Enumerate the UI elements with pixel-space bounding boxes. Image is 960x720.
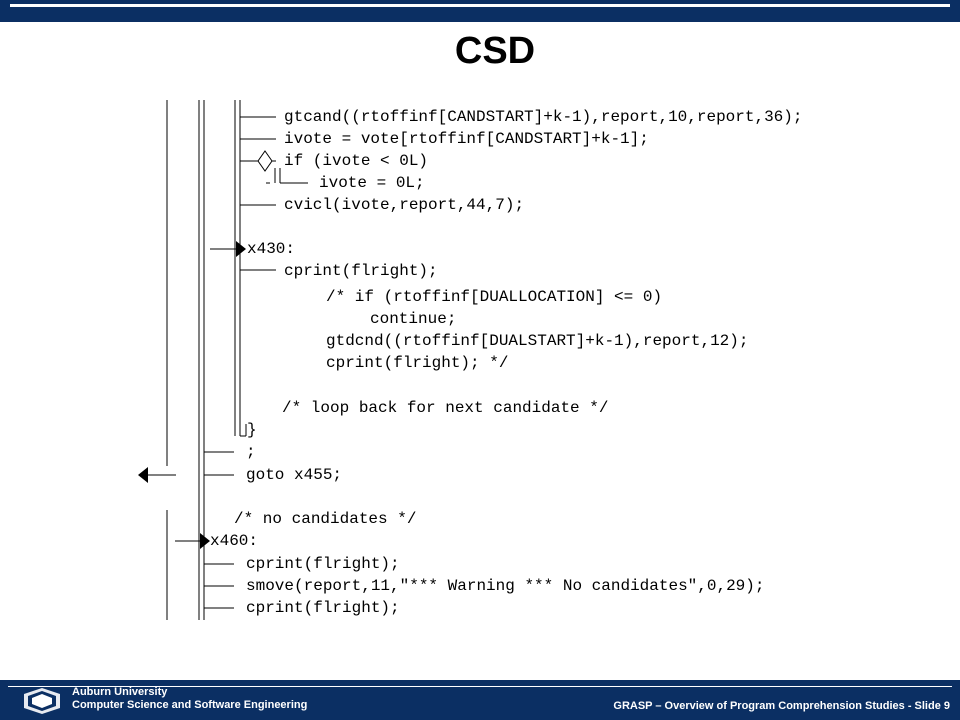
code-line: cprint(flright); — [246, 599, 400, 617]
goto-arrow — [138, 467, 148, 483]
university-name: Auburn University — [72, 686, 168, 698]
csse-logo — [24, 688, 60, 714]
code-comment: continue; — [370, 310, 457, 328]
label-arrow-x430 — [236, 241, 246, 257]
code-label: x430: — [247, 240, 296, 258]
code-line: cprint(flright); — [246, 555, 400, 573]
code-comment: cprint(flright); */ — [326, 354, 509, 372]
top-bar-rule — [10, 4, 950, 7]
code-line: smove(report,11,"*** Warning *** No cand… — [246, 577, 765, 595]
code-comment: gtdcnd((rtoffinf[DUALSTART]+k-1),report,… — [326, 332, 749, 350]
footer-affiliation: Auburn University Computer Science and S… — [72, 686, 307, 712]
code-line: ; — [246, 443, 256, 461]
code-line: cprint(flright); — [284, 262, 438, 280]
csd-diagram — [138, 100, 308, 620]
slide-title: CSD — [454, 30, 536, 72]
code-comment: /* if (rtoffinf[DUALLOCATION] <= 0) — [326, 288, 663, 306]
csd-if-diamond — [257, 150, 273, 172]
code-line: cvicl(ivote,report,44,7); — [284, 196, 525, 214]
top-bar — [0, 0, 960, 22]
code-comment: /* loop back for next candidate */ — [282, 399, 609, 417]
footer-rule — [8, 686, 952, 687]
code-line: gtcand((rtoffinf[CANDSTART]+k-1),report,… — [284, 108, 803, 126]
code-label: x460: — [210, 532, 259, 550]
code-line: ivote = vote[rtoffinf[CANDSTART]+k-1]; — [284, 130, 649, 148]
code-line: if (ivote < 0L) — [284, 152, 429, 170]
label-arrow-x460 — [200, 533, 210, 549]
footer-bar — [0, 680, 960, 720]
code-line: ivote = 0L; — [319, 174, 425, 192]
slide-footer-info: GRASP – Overview of Program Comprehensio… — [613, 700, 950, 712]
code-comment: /* no candidates */ — [234, 510, 417, 528]
code-line: goto x455; — [246, 466, 343, 484]
code-line: } — [247, 421, 257, 439]
department-name: Computer Science and Software Engineerin… — [72, 699, 308, 711]
